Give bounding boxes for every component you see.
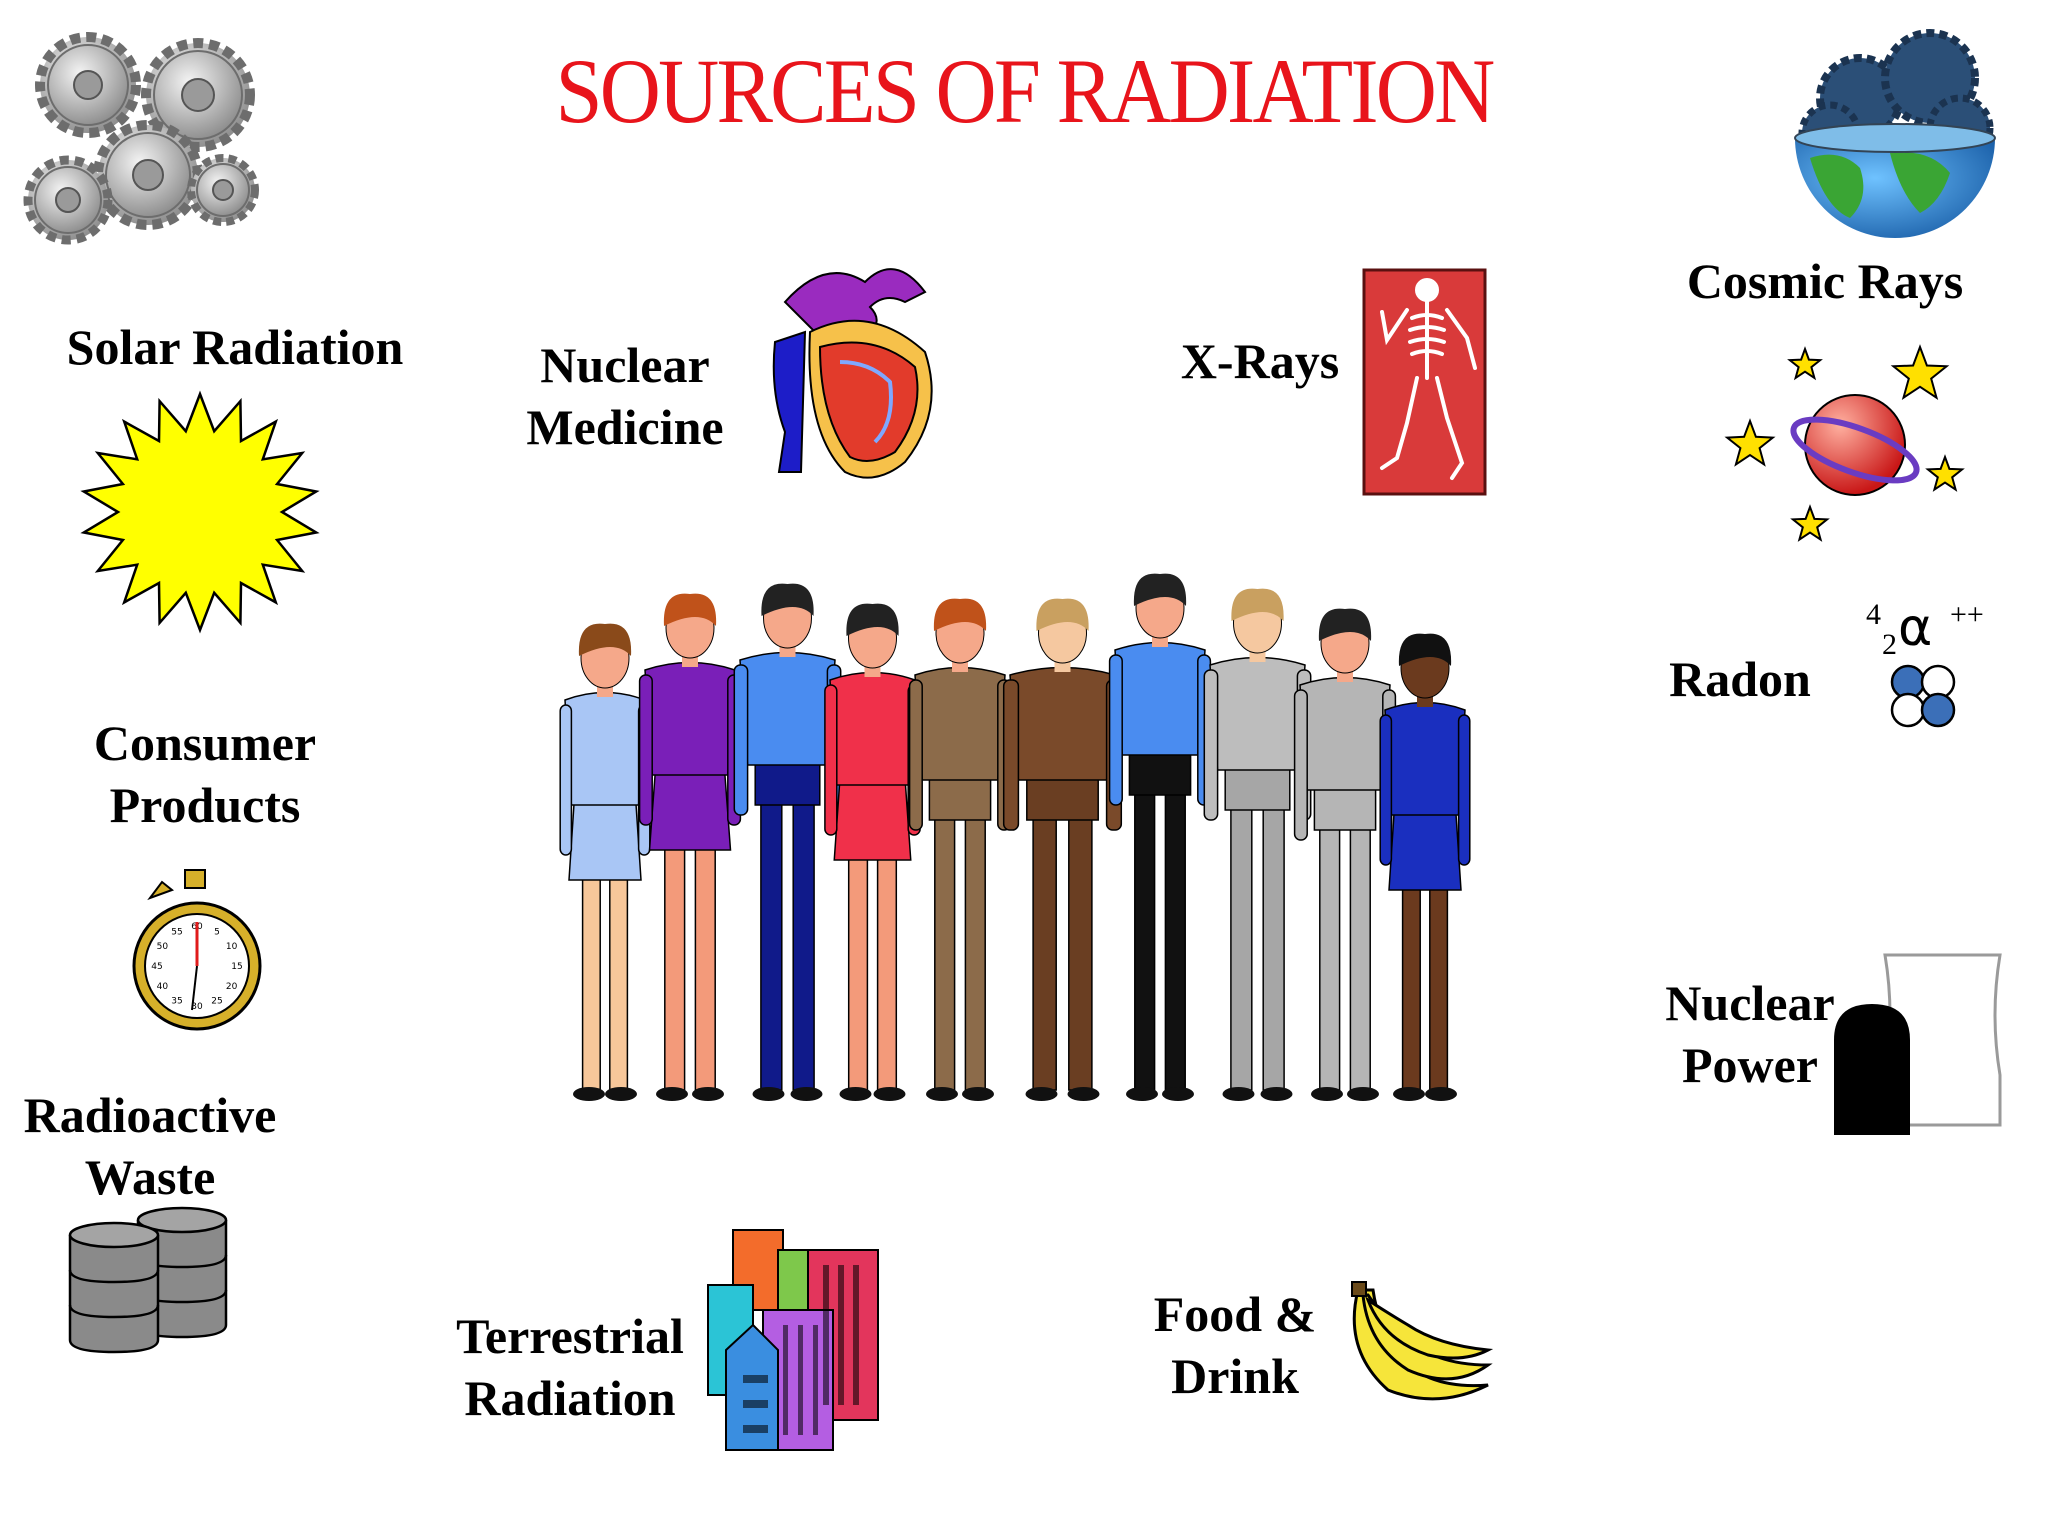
stopwatch-number: 40: [157, 982, 169, 992]
stopwatch-number: 55: [171, 927, 182, 937]
heart-icon: [772, 268, 933, 479]
sun-icon: [80, 390, 320, 634]
person-figure: [559, 623, 651, 1101]
person-figure: [1108, 573, 1212, 1101]
terrestrial-radiation-label: Terrestrial Radiation: [456, 1308, 684, 1426]
stopwatch-number: 50: [157, 942, 169, 952]
stopwatch-number: 35: [171, 997, 182, 1007]
solar-radiation-label: Solar Radiation: [66, 319, 404, 375]
person-figure: [638, 593, 742, 1101]
bananas-icon: [1351, 1281, 1494, 1401]
skeleton-xray-icon: [1362, 268, 1487, 496]
gears-icon: [23, 32, 259, 245]
nuclear-power-label: Nuclear Power: [1665, 975, 1835, 1093]
people-group-illustration: [559, 573, 1471, 1101]
star-icon: [1787, 346, 1823, 381]
page-title: SOURCES OF RADIATION: [555, 40, 1495, 142]
person-figure: [908, 598, 1012, 1101]
alpha-symbol: α: [1898, 598, 1933, 658]
person-figure: [733, 583, 842, 1101]
radon-label: Radon: [1669, 651, 1811, 707]
radon-atomic-number: 2: [1882, 628, 1897, 661]
consumer-products-label: Consumer Products: [93, 715, 317, 833]
person-figure: [824, 603, 921, 1101]
planet-stars-icon: [1724, 344, 1965, 542]
stopwatch-number: 10: [226, 942, 238, 952]
city-buildings-icon: [707, 1229, 879, 1451]
stopwatch-number: 15: [231, 962, 242, 972]
star-icon: [1790, 504, 1830, 542]
waste-barrels-icon: [68, 1206, 228, 1354]
star-icon: [1890, 344, 1950, 401]
radon-mass-number: 4: [1866, 598, 1881, 631]
x-rays-label: X-Rays: [1180, 333, 1340, 389]
nuclear-medicine-label: Nuclear Medicine: [526, 337, 724, 455]
person-figure: [1002, 598, 1123, 1101]
stopwatch-number: 25: [211, 997, 222, 1007]
globe-gears-icon: [1794, 29, 1996, 238]
stopwatch-icon: 60510152025303540455055: [132, 869, 262, 1031]
radioactive-waste-label: Radioactive Waste: [23, 1087, 277, 1205]
stopwatch-number: 5: [214, 927, 220, 937]
nuclear-plant-icon: [1834, 953, 2002, 1135]
stopwatch-number: 20: [226, 982, 238, 992]
cosmic-rays-label: Cosmic Rays: [1686, 253, 1964, 309]
person-figure: [1203, 588, 1312, 1101]
food-drink-label: Food & Drink: [1153, 1286, 1317, 1404]
person-figure: [1379, 633, 1471, 1101]
stopwatch-number: 45: [151, 962, 162, 972]
star-icon: [1925, 454, 1965, 492]
alpha-particle-icon: [1890, 664, 1956, 728]
stopwatch-number: 30: [191, 1002, 203, 1012]
radon-charge: ++: [1950, 598, 1984, 631]
star-icon: [1724, 418, 1776, 467]
